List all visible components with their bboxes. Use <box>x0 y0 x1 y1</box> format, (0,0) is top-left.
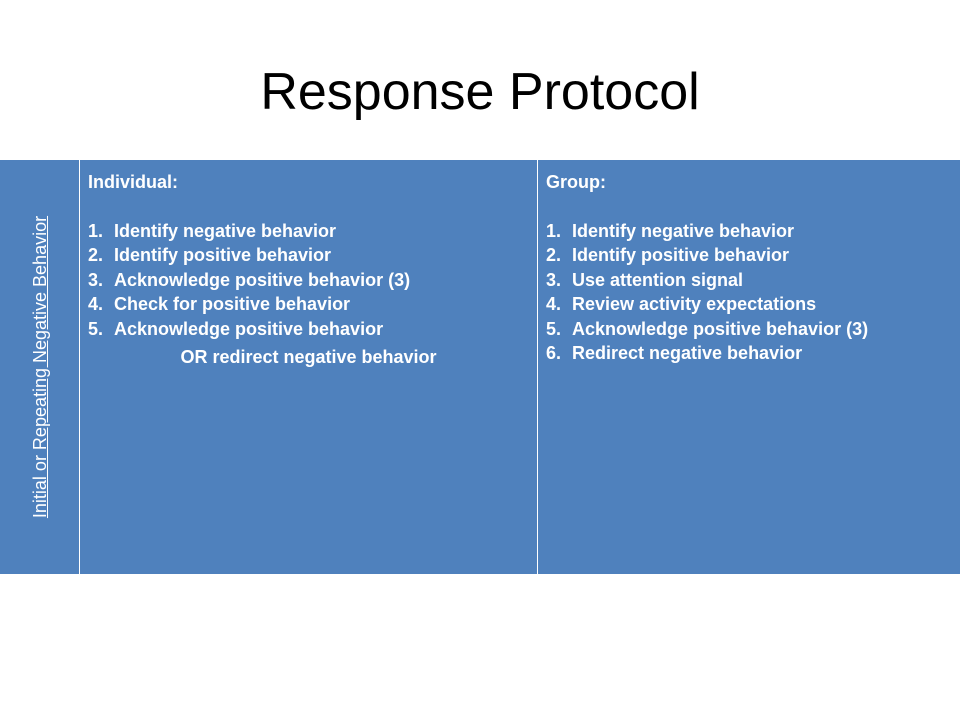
individual-step: 3. Acknowledge positive behavior (3) <box>88 268 529 293</box>
individual-step-list: 1. Identify negative behavior 2. Identif… <box>88 219 529 342</box>
row-header-label: Initial or Repeating Negative Behavior <box>30 215 50 519</box>
step-number: 3. <box>88 269 104 290</box>
step-number: 1. <box>546 220 562 241</box>
step-text: Use attention signal <box>572 269 744 290</box>
protocol-table: Initial or Repeating Negative Behavior I… <box>0 160 960 574</box>
individual-step: 1. Identify negative behavior <box>88 219 529 244</box>
step-number: 5. <box>546 318 562 339</box>
group-step-list: 1. Identify negative behavior 2. Identif… <box>546 219 952 366</box>
group-step: 4. Review activity expectations <box>546 292 952 317</box>
individual-step: 2. Identify positive behavior <box>88 243 529 268</box>
step-text: Acknowledge positive behavior <box>114 318 384 339</box>
row-header-cell: Initial or Repeating Negative Behavior <box>0 160 79 574</box>
group-step: 6. Redirect negative behavior <box>546 341 952 366</box>
step-text: Identify positive behavior <box>114 245 332 265</box>
step-number: 3. <box>546 269 562 290</box>
individual-step: 5. Acknowledge positive behavior <box>88 317 529 342</box>
slide-title: Response Protocol <box>260 63 700 121</box>
step-number: 2. <box>88 245 104 265</box>
step-text: Redirect negative behavior <box>572 343 803 363</box>
step-number: 6. <box>546 343 562 363</box>
group-step: 3. Use attention signal <box>546 268 952 293</box>
redirect-alternative: OR redirect negative behavior <box>180 347 437 367</box>
step-text: Acknowledge positive behavior (3) <box>572 318 869 339</box>
step-text: Acknowledge positive behavior (3) <box>114 269 411 290</box>
step-number: 2. <box>546 245 562 265</box>
step-text: Identify negative behavior <box>572 220 795 241</box>
individual-step: 4. Check for positive behavior <box>88 292 529 317</box>
individual-column: Individual: 1. Identify negative behavio… <box>80 160 537 574</box>
step-number: 1. <box>88 220 104 241</box>
step-text: Identify positive behavior <box>572 245 790 265</box>
step-number: 4. <box>546 294 562 314</box>
group-step: 2. Identify positive behavior <box>546 243 952 268</box>
step-text: Review activity expectations <box>572 294 817 314</box>
group-heading: Group: <box>546 172 606 192</box>
individual-heading: Individual: <box>88 172 178 192</box>
group-column: Group: 1. Identify negative behavior 2. … <box>538 160 960 574</box>
group-step: 5. Acknowledge positive behavior (3) <box>546 317 952 342</box>
step-text: Identify negative behavior <box>114 220 337 241</box>
step-number: 5. <box>88 318 104 339</box>
step-number: 4. <box>88 294 104 314</box>
step-text: Check for positive behavior <box>114 294 351 314</box>
group-step: 1. Identify negative behavior <box>546 219 952 244</box>
